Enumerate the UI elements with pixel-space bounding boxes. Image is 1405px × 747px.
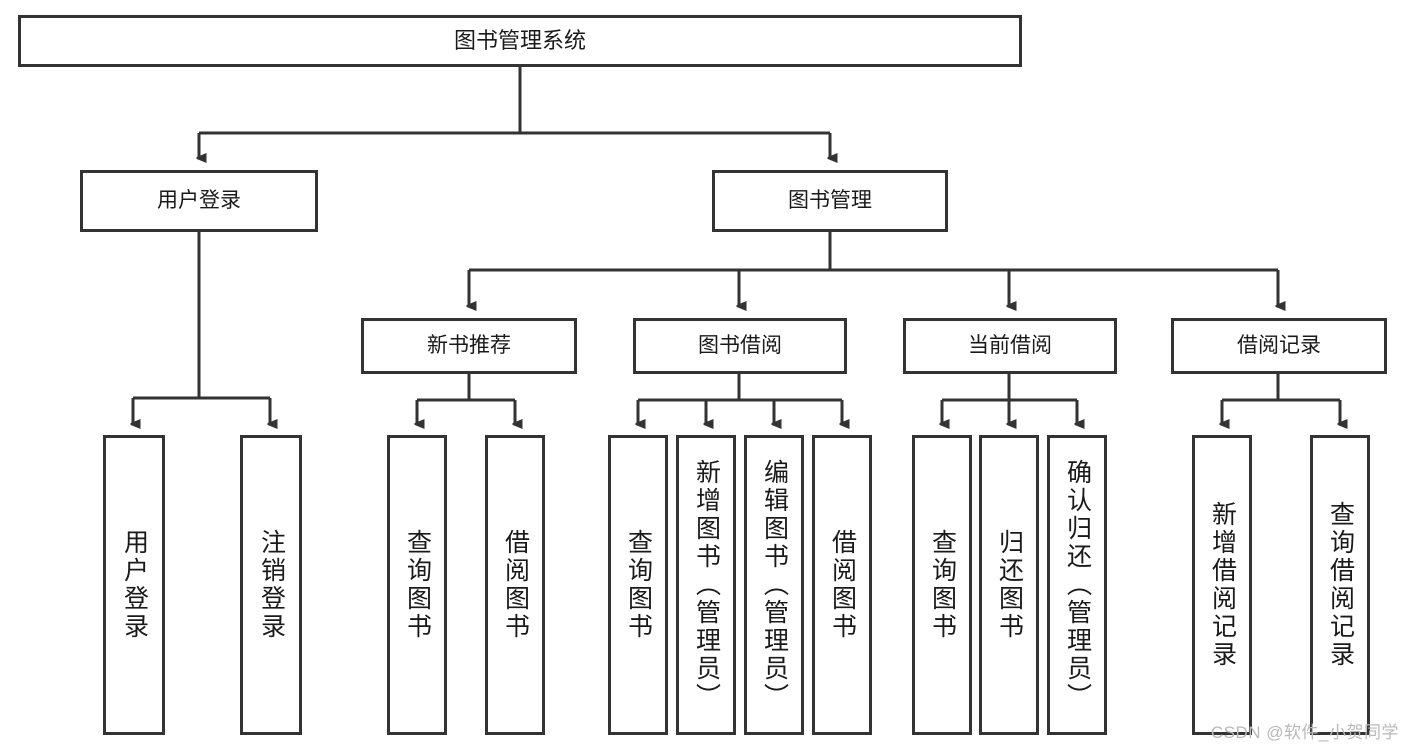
node-label: 图书管理系统 (453, 28, 586, 54)
leaf-user-login[interactable]: 用户登录 (103, 435, 165, 735)
node-label: 查询图书 (624, 529, 653, 641)
node-root-system[interactable]: 图书管理系统 (18, 15, 1022, 67)
leaf-edit-book-admin[interactable]: 编辑图书（管理员） (744, 435, 804, 735)
leaf-query-book-recommend[interactable]: 查询图书 (387, 435, 447, 735)
node-label: 图书借阅 (698, 333, 782, 357)
leaf-user-logout[interactable]: 注销登录 (240, 435, 302, 735)
node-new-book-recommend[interactable]: 新书推荐 (361, 318, 577, 374)
node-label: 归还图书 (995, 529, 1024, 641)
node-user-login[interactable]: 用户登录 (80, 170, 318, 232)
node-label: 编辑图书（管理员） (760, 459, 789, 711)
leaf-add-borrow-record[interactable]: 新增借阅记录 (1192, 435, 1252, 735)
node-label: 新书推荐 (427, 333, 511, 357)
node-label: 当前借阅 (968, 333, 1052, 357)
node-book-management[interactable]: 图书管理 (712, 170, 948, 232)
node-label: 借阅图书 (501, 529, 530, 641)
leaf-borrow-book[interactable]: 借阅图书 (812, 435, 872, 735)
leaf-query-book-current[interactable]: 查询图书 (912, 435, 972, 735)
leaf-query-borrow-record[interactable]: 查询借阅记录 (1310, 435, 1370, 735)
node-label: 新增图书（管理员） (692, 459, 721, 711)
watermark-text: CSDN @软件_小贺同学 (1210, 723, 1399, 742)
leaf-borrow-book-recommend[interactable]: 借阅图书 (485, 435, 545, 735)
node-label: 用户登录 (157, 188, 241, 212)
leaf-confirm-return-admin[interactable]: 确认归还（管理员） (1047, 435, 1107, 735)
node-label: 查询借阅记录 (1326, 501, 1355, 669)
node-label: 查询图书 (928, 529, 957, 641)
leaf-add-book-admin[interactable]: 新增图书（管理员） (676, 435, 736, 735)
node-label: 注销登录 (257, 529, 286, 641)
leaf-query-book-borrow[interactable]: 查询图书 (608, 435, 668, 735)
node-label: 图书管理 (788, 188, 872, 212)
node-label: 借阅记录 (1237, 333, 1321, 357)
node-label: 用户登录 (120, 529, 149, 641)
node-book-borrow[interactable]: 图书借阅 (633, 318, 847, 374)
leaf-return-book[interactable]: 归还图书 (979, 435, 1039, 735)
node-label: 确认归还（管理员） (1063, 459, 1092, 711)
node-label: 查询图书 (403, 529, 432, 641)
node-label: 新增借阅记录 (1208, 501, 1237, 669)
node-borrow-records[interactable]: 借阅记录 (1171, 318, 1387, 374)
node-current-borrow[interactable]: 当前借阅 (903, 318, 1117, 374)
node-label: 借阅图书 (828, 529, 857, 641)
